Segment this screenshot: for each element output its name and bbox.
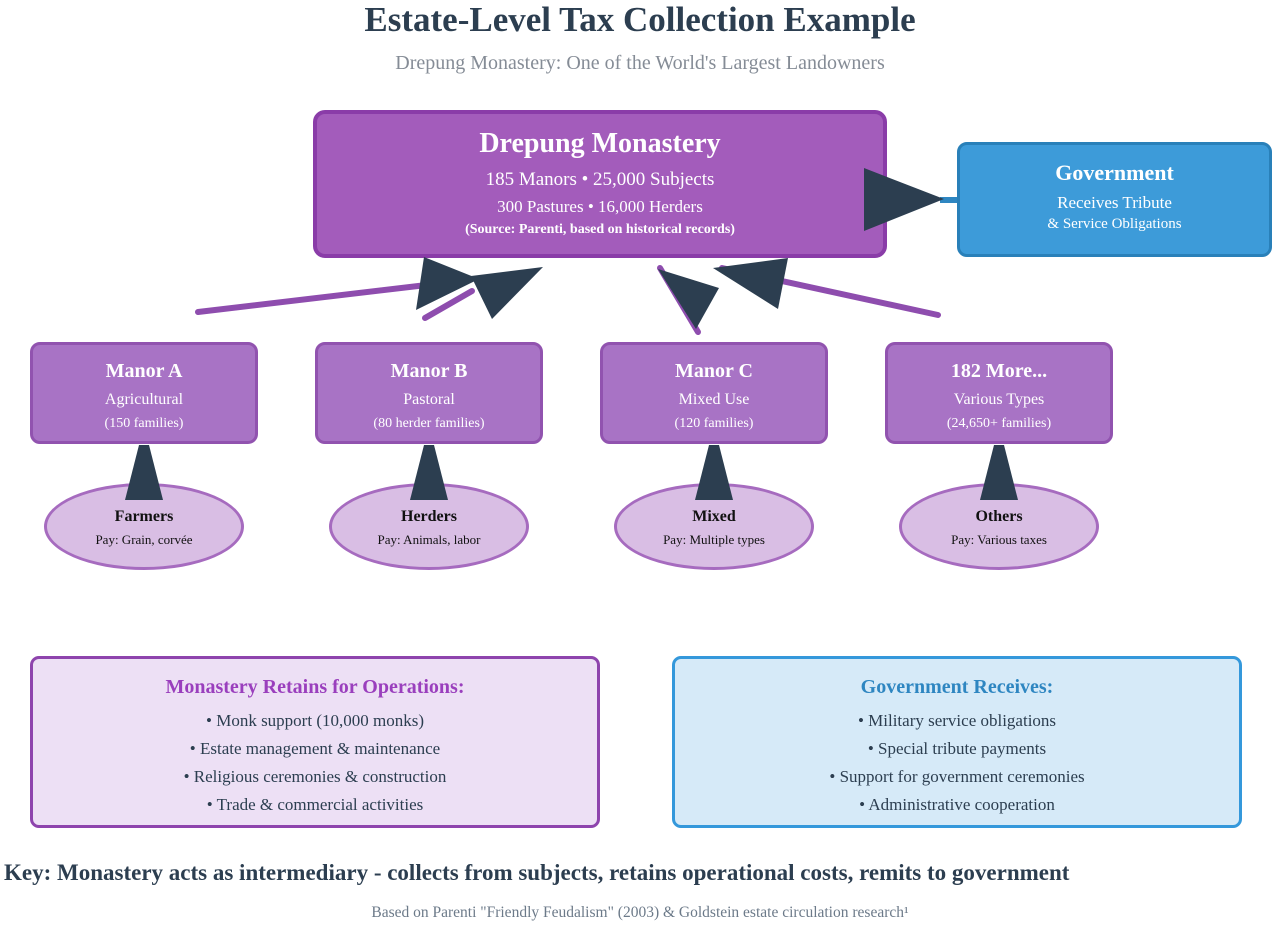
node-herders: Herders Pay: Animals, labor (329, 483, 529, 570)
node-drepung-monastery: Drepung Monastery 185 Manors • 25,000 Su… (313, 110, 887, 258)
monastery-stats-manors: 185 Manors • 25,000 Subjects (485, 169, 715, 190)
key-note: Key: Monastery acts as intermediary - co… (4, 860, 1070, 885)
retains-list: • Monk support (10,000 monks) • Estate m… (33, 707, 597, 819)
manor-type: Pastoral (403, 391, 455, 408)
edge-manor-a-to-monastery (195, 279, 455, 315)
subject-title: Others (975, 508, 1023, 525)
retains-item: • Monk support (10,000 monks) (206, 711, 424, 730)
subject-pays: Pay: Animals, labor (377, 532, 481, 547)
manor-title: Manor B (390, 360, 468, 382)
manor-title: 182 More... (950, 360, 1048, 382)
node-government: Government Receives Tribute & Service Ob… (957, 142, 1272, 257)
edge-manors-more-to-monastery (719, 265, 941, 318)
node-manors-more: 182 More... Various Types (24,650+ famil… (885, 342, 1113, 444)
manor-title: Manor A (105, 360, 183, 382)
manor-type: Agricultural (104, 391, 184, 408)
receives-list: • Military service obligations • Special… (675, 707, 1239, 819)
receives-item: • Military service obligations (857, 711, 1057, 730)
monastery-source: (Source: Parenti, based on historical re… (465, 222, 735, 237)
manor-families: (80 herder families) (373, 416, 485, 431)
page-subtitle: Drepung Monastery: One of the World's La… (395, 52, 885, 74)
subject-pays: Pay: Multiple types (663, 532, 765, 547)
node-mixed: Mixed Pay: Multiple types (614, 483, 814, 570)
government-receives-box: Government Receives: • Military service … (672, 656, 1242, 828)
edge-monastery-to-manor-c (657, 265, 701, 335)
retains-item: • Trade & commercial activities (206, 795, 424, 814)
arrowhead-manor-c-icon (658, 269, 719, 329)
edge-manor-b-to-monastery (422, 288, 475, 321)
government-line1: Receives Tribute (1057, 193, 1172, 212)
manor-families: (150 families) (104, 416, 184, 431)
subject-title: Farmers (114, 508, 174, 525)
monastery-title: Drepung Monastery (479, 128, 721, 159)
receives-title: Government Receives: (860, 676, 1054, 698)
arrowhead-manors-more-icon (713, 258, 788, 309)
node-farmers: Farmers Pay: Grain, corvée (44, 483, 244, 570)
node-manor-b: Manor B Pastoral (80 herder families) (315, 342, 543, 444)
node-manor-c: Manor C Mixed Use (120 families) (600, 342, 828, 444)
government-title: Government (1055, 160, 1174, 185)
monastery-stats-pastures: 300 Pastures • 16,000 Herders (497, 197, 703, 216)
manor-families: (120 families) (674, 416, 754, 431)
receives-item: • Special tribute payments (867, 739, 1047, 758)
retains-item: • Estate management & maintenance (189, 739, 441, 758)
page-title: Estate-Level Tax Collection Example (364, 0, 916, 39)
node-manor-a: Manor A Agricultural (150 families) (30, 342, 258, 444)
node-others: Others Pay: Various taxes (899, 483, 1099, 570)
subject-title: Mixed (692, 508, 736, 525)
retains-item: • Religious ceremonies & construction (183, 767, 447, 786)
receives-item: • Support for government ceremonies (829, 767, 1085, 786)
manor-families: (24,650+ families) (946, 416, 1052, 431)
footer-citation: Based on Parenti "Friendly Feudalism" (2… (371, 904, 909, 921)
subject-pays: Pay: Various taxes (951, 532, 1047, 547)
manor-type: Various Types (953, 391, 1045, 408)
arrowhead-manor-b-icon (471, 267, 543, 319)
retains-title: Monastery Retains for Operations: (165, 676, 465, 698)
monastery-retains-box: Monastery Retains for Operations: • Monk… (30, 656, 600, 828)
manor-type: Mixed Use (678, 391, 750, 408)
receives-item: • Administrative cooperation (859, 795, 1055, 814)
subject-pays: Pay: Grain, corvée (95, 532, 193, 547)
arrowhead-manor-a-icon (416, 257, 479, 310)
manor-title: Manor C (675, 360, 753, 382)
government-line2: & Service Obligations (1047, 216, 1182, 232)
subject-title: Herders (401, 508, 457, 525)
